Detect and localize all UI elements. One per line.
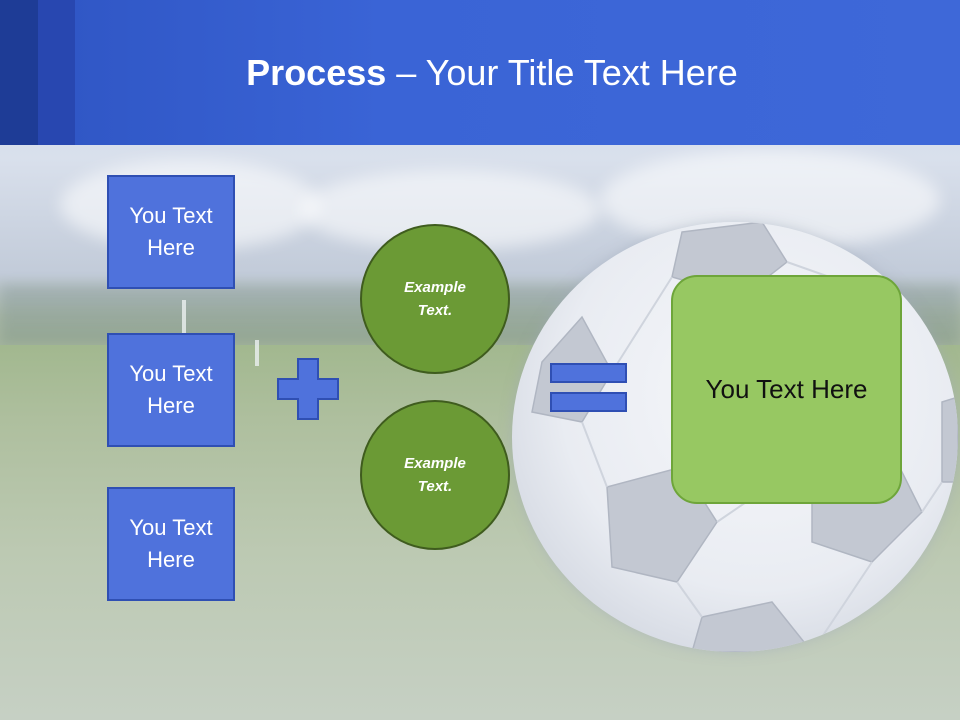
input-box-label: You Text Here <box>129 361 213 418</box>
input-box-label: You Text Here <box>129 515 213 572</box>
slide-title-bold: Process <box>246 52 387 93</box>
input-box-2: You Text Here <box>107 333 235 447</box>
header-stripe <box>0 0 38 145</box>
equals-bar-top <box>550 363 627 383</box>
circle-label: Example Text. <box>404 455 466 495</box>
header-stripe <box>38 0 75 145</box>
input-box-label: You Text Here <box>129 203 213 260</box>
input-box-3: You Text Here <box>107 487 235 601</box>
title-bar: Process – Your Title Text Here <box>0 0 960 145</box>
goal-post <box>255 340 259 366</box>
slide-title-rest: – Your Title Text Here <box>386 52 738 93</box>
result-label: You Text Here <box>705 374 868 404</box>
circle-label: Example Text. <box>404 279 466 319</box>
goal-post <box>182 300 186 340</box>
slide-title: Process – Your Title Text Here <box>0 52 960 94</box>
example-circle-1: Example Text. <box>360 224 510 374</box>
equals-bar-bottom <box>550 392 627 412</box>
example-circle-2: Example Text. <box>360 400 510 550</box>
plus-icon <box>277 358 339 420</box>
result-box: You Text Here <box>671 275 902 504</box>
input-box-1: You Text Here <box>107 175 235 289</box>
